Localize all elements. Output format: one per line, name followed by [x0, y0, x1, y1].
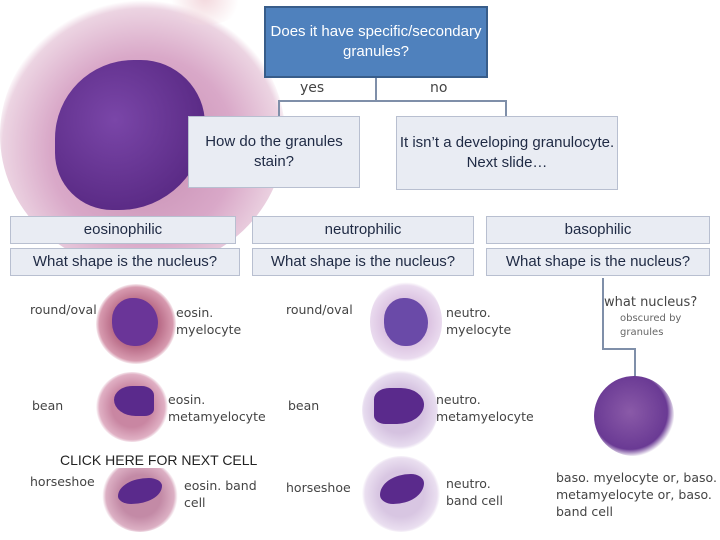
- category-neutrophilic-label: neutrophilic: [324, 220, 402, 238]
- category-basophilic-label: basophilic: [564, 220, 632, 238]
- baso-cell-image: [594, 376, 674, 456]
- category-neutrophilic: neutrophilic: [252, 216, 474, 244]
- eos-round-label: round/oval: [30, 302, 97, 317]
- eos-bean-label: bean: [32, 398, 64, 413]
- connector-top: [375, 78, 377, 100]
- category-eosinophilic: eosinophilic: [10, 216, 236, 244]
- not-granulocyte-box: It isn’t a developing granulocyte. Next …: [396, 116, 618, 190]
- neu-metamyelocyte-nucleus: [374, 388, 424, 424]
- neu-myelocyte-name: neutro. myelocyte: [446, 305, 512, 337]
- yes-label: yes: [300, 80, 325, 96]
- granules-question-text: Does it have specific/secondary granules…: [270, 22, 482, 60]
- eos-horseshoe-label: horseshoe: [30, 474, 95, 489]
- eos-band-name: eosin. band cell: [184, 478, 257, 510]
- baso-connector-horizontal: [602, 348, 636, 350]
- stain-question-box: How do the granules stain?: [188, 116, 360, 188]
- eos-metamyelocyte-name: eosin. metamyelocyte: [168, 392, 266, 424]
- eos-myelocyte-name: eosin. myelocyte: [176, 305, 242, 337]
- baso-nucleus-question-text: What shape is the nucleus?: [505, 252, 691, 270]
- stain-question-text: How do the granules stain?: [205, 132, 343, 170]
- neu-horseshoe-label: horseshoe: [286, 480, 351, 495]
- baso-question-label: what nucleus?: [604, 295, 698, 310]
- baso-connector-down: [634, 348, 636, 376]
- eos-nucleus-question: What shape is the nucleus?: [10, 248, 240, 276]
- category-basophilic: basophilic: [486, 216, 710, 244]
- neu-myelocyte-nucleus: [384, 298, 428, 346]
- neu-nucleus-question-text: What shape is the nucleus?: [270, 252, 456, 270]
- baso-names: baso. myelocyte or, baso. metamyelocyte …: [556, 470, 717, 519]
- baso-connector-vertical: [602, 278, 604, 348]
- no-label: no: [430, 80, 448, 96]
- neu-metamyelocyte-name: neutro. metamyelocyte: [436, 392, 534, 424]
- connector-right: [505, 100, 507, 116]
- category-eosinophilic-label: eosinophilic: [83, 220, 163, 238]
- eos-nucleus-question-text: What shape is the nucleus?: [32, 252, 218, 270]
- neu-band-name: neutro. band cell: [446, 476, 503, 508]
- baso-hint-label: obscured by granules: [620, 313, 682, 338]
- neu-bean-label: bean: [288, 398, 320, 413]
- neu-nucleus-question: What shape is the nucleus?: [252, 248, 474, 276]
- eos-metamyelocyte-nucleus: [114, 386, 154, 416]
- next-cell-link[interactable]: CLICK HERE FOR NEXT CELL: [56, 452, 262, 468]
- connector-left: [278, 100, 280, 116]
- connector-split: [278, 100, 506, 102]
- eos-myelocyte-nucleus: [112, 298, 158, 346]
- neu-round-label: round/oval: [286, 302, 353, 317]
- baso-nucleus-question: What shape is the nucleus?: [486, 248, 710, 276]
- granules-question-box: Does it have specific/secondary granules…: [264, 6, 488, 78]
- not-granulocyte-text: It isn’t a developing granulocyte. Next …: [399, 133, 615, 171]
